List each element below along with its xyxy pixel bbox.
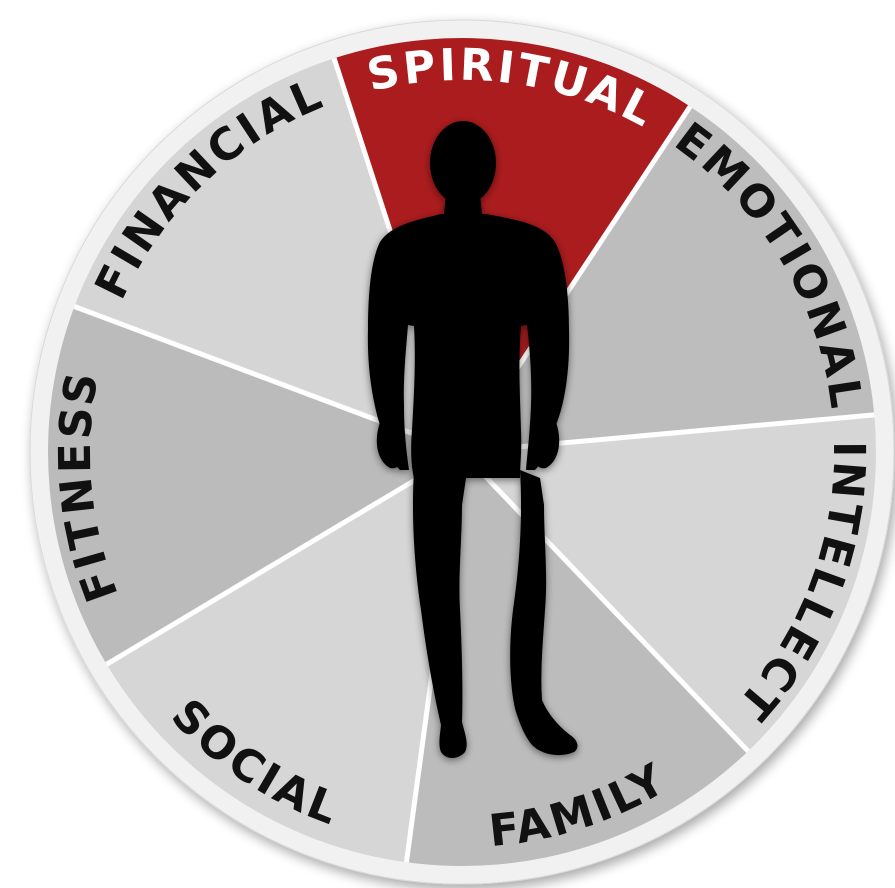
life-balance-wheel: SPIRITUALEMOTIONALINTELLECTFAMILYSOCIALF… [0, 0, 895, 888]
